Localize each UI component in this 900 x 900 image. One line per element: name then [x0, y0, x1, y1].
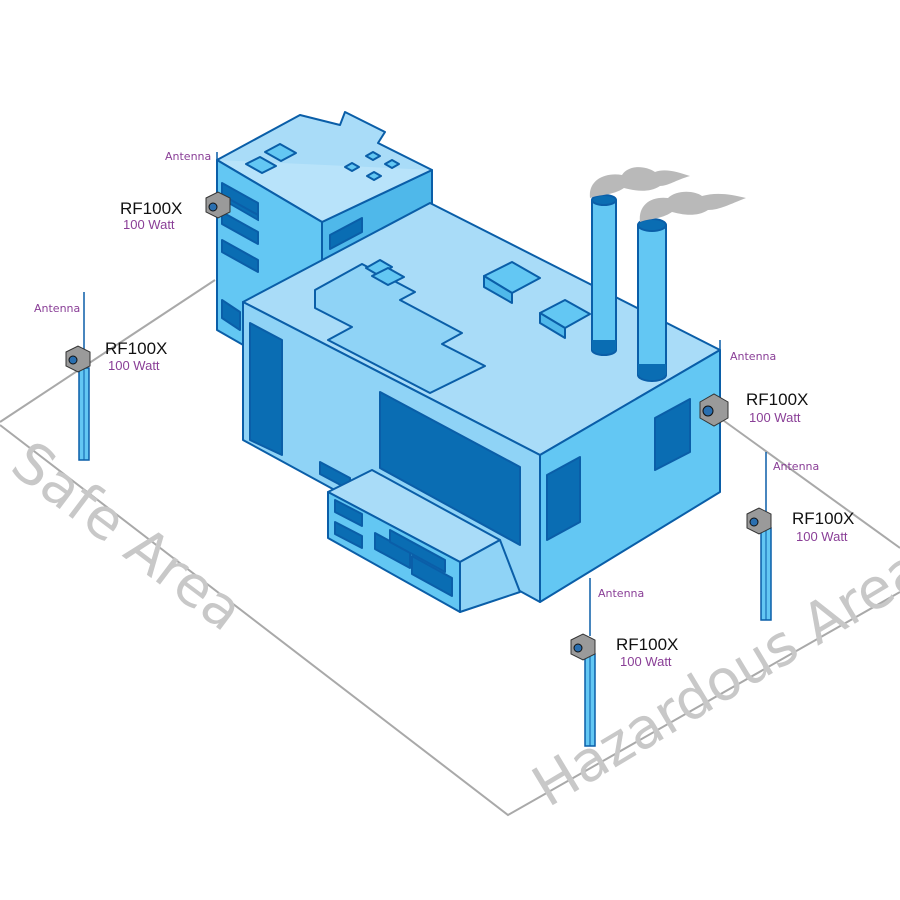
rf-unit-4: Antenna RF100X 100 Watt: [746, 452, 854, 621]
antenna-label: Antenna: [730, 350, 776, 363]
safe-area-label: Safe Area: [0, 429, 255, 644]
front-annex: [327, 469, 521, 613]
model-label: RF100X: [120, 199, 182, 218]
transmitter-box-icon: [570, 633, 596, 661]
model-label: RF100X: [746, 390, 808, 409]
rf-unit-1: Antenna RF100X 100 Watt: [120, 150, 231, 232]
power-label: 100 Watt: [749, 410, 801, 425]
model-label: RF100X: [105, 339, 167, 358]
chimney-right: [637, 218, 667, 382]
area-boundary: [0, 279, 900, 817]
smoke: [589, 167, 746, 222]
rf-unit-2: Antenna RF100X 100 Watt: [34, 292, 167, 461]
antenna-label: Antenna: [598, 587, 644, 600]
rf-unit-3: Antenna RF100X 100 Watt: [699, 340, 808, 427]
rf-unit-5: Antenna RF100X 100 Watt: [570, 578, 678, 747]
antenna-label: Antenna: [34, 302, 80, 315]
transmitter-box-icon: [205, 191, 231, 219]
chimney-left: [591, 194, 617, 356]
antenna-label: Antenna: [773, 460, 819, 473]
power-label: 100 Watt: [620, 654, 672, 669]
model-label: RF100X: [792, 509, 854, 528]
power-label: 100 Watt: [108, 358, 160, 373]
transmitter-box-icon: [699, 393, 729, 427]
model-label: RF100X: [616, 635, 678, 654]
factory-building: [216, 111, 721, 613]
power-label: 100 Watt: [796, 529, 848, 544]
transmitter-box-icon: [65, 345, 91, 373]
antenna-label: Antenna: [165, 150, 211, 163]
transmitter-box-icon: [746, 507, 772, 535]
power-label: 100 Watt: [123, 217, 175, 232]
